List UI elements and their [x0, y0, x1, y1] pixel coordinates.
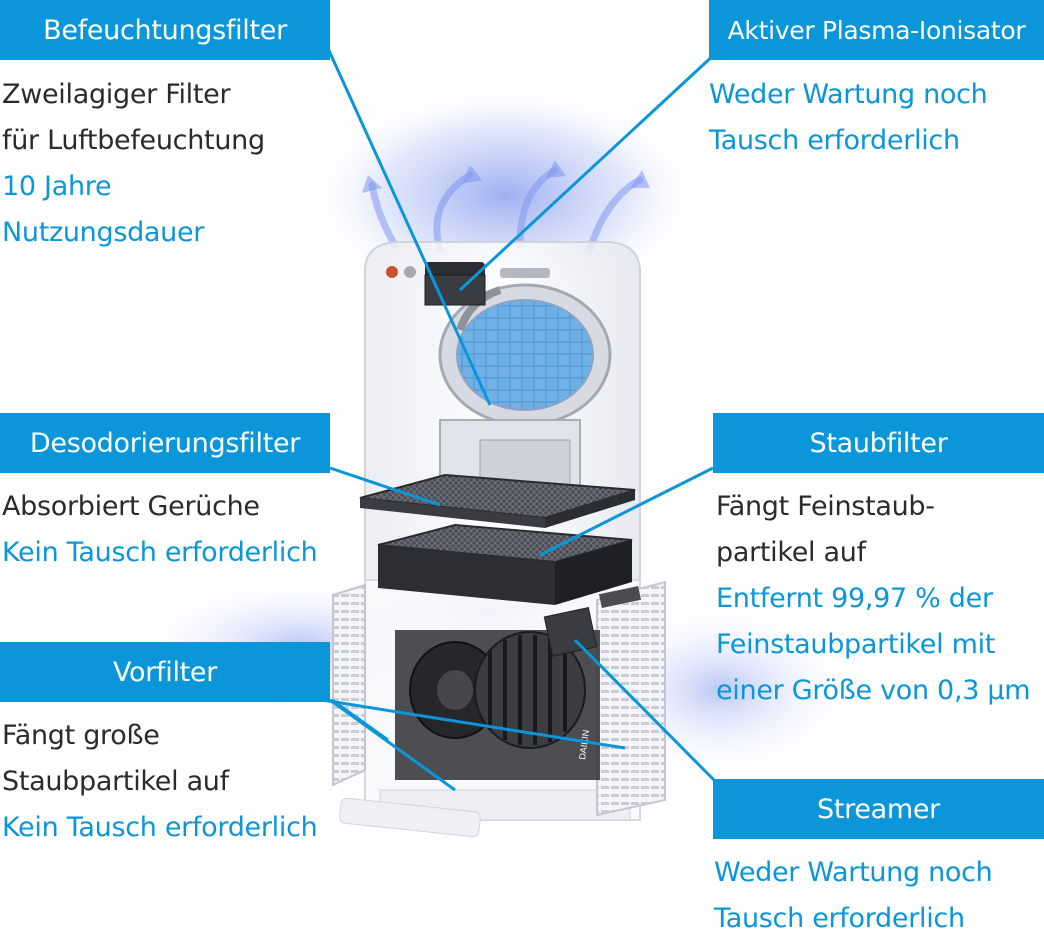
- dust-line-1: Fängt Feinstaub-: [716, 491, 935, 522]
- deodorizing-line-1: Absorbiert Gerüche: [2, 491, 260, 522]
- desc-plasma-ionizer: Weder Wartung noch Tausch erforderlich: [709, 72, 988, 164]
- leader-lines: [321, 43, 719, 792]
- prefilter-line-1: Fängt große: [2, 720, 160, 751]
- desc-humidifying-filter: Zweilagiger Filter für Luftbefeuchtung 1…: [2, 72, 265, 256]
- label-dust-filter: Staubfilter: [713, 413, 1044, 473]
- humidifying-highlight-2: Nutzungsdauer: [2, 217, 205, 248]
- streamer-highlight-2: Tausch erforderlich: [714, 903, 965, 934]
- prefilter-highlight-1: Kein Tausch erforderlich: [2, 812, 318, 843]
- deodorizing-highlight-1: Kein Tausch erforderlich: [2, 537, 318, 568]
- streamer-highlight-1: Weder Wartung noch: [714, 857, 993, 888]
- desc-pre-filter: Fängt große Staubpartikel auf Kein Tausc…: [2, 713, 318, 851]
- label-deodorizing-filter: Desodorierungsfilter: [0, 413, 330, 473]
- fan-motor: [409, 631, 586, 749]
- desc-deodorizing-filter: Absorbiert Gerüche Kein Tausch erforderl…: [2, 484, 318, 576]
- plasma-highlight-1: Weder Wartung noch: [709, 79, 988, 110]
- plasma-ionizer-module: [424, 274, 486, 306]
- label-pre-filter: Vorfilter: [0, 642, 330, 702]
- dust-highlight-1: Entfernt 99,97 % der: [716, 583, 993, 614]
- desc-streamer: Weder Wartung noch Tausch erforderlich: [714, 850, 993, 942]
- desc-dust-filter: Fängt Feinstaub- partikel auf Entfernt 9…: [716, 484, 1031, 714]
- label-plasma-ionizer: Aktiver Plasma-Ionisator: [709, 0, 1044, 60]
- humidifying-line-1: Zweilagiger Filter: [2, 79, 231, 110]
- label-streamer: Streamer: [713, 779, 1044, 839]
- dust-highlight-2: Feinstaubpartikel mit: [716, 629, 996, 660]
- dust-line-2: partikel auf: [716, 537, 866, 568]
- label-humidifying-filter: Befeuchtungsfilter: [0, 0, 330, 60]
- brand-logo: DAIKIN: [577, 729, 591, 760]
- humidifying-line-2: für Luftbefeuchtung: [2, 125, 265, 156]
- plasma-highlight-2: Tausch erforderlich: [709, 125, 960, 156]
- humidifying-highlight-1: 10 Jahre: [2, 171, 112, 202]
- dust-highlight-3: einer Größe von 0,3 µm: [716, 675, 1031, 706]
- streamer-module: [543, 607, 598, 657]
- prefilter-line-2: Staubpartikel auf: [2, 766, 229, 797]
